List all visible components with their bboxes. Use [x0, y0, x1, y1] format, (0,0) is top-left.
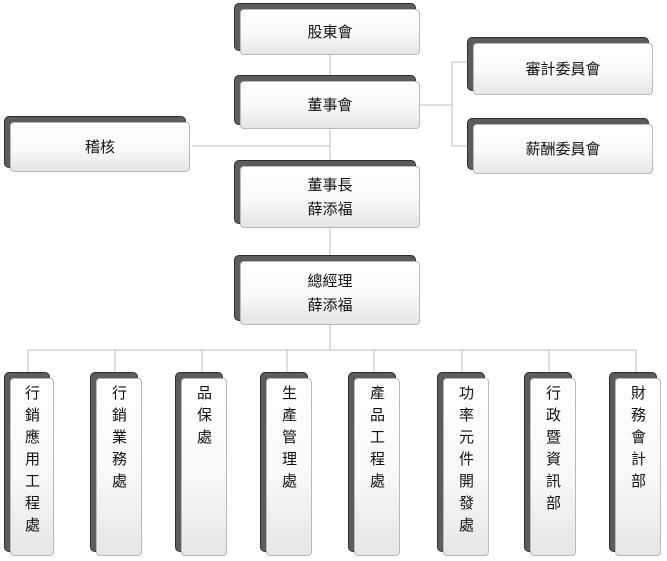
gm-title: 總經理 — [307, 272, 353, 290]
audit-box: 稽核 — [10, 122, 190, 172]
dept-box-production-mgmt: 生產管理處 — [266, 378, 312, 556]
dept-box-marketing-app-eng: 行銷應用工程處 — [10, 378, 54, 556]
board-box: 董事會 — [240, 81, 420, 129]
compensation-committee-box: 薪酬委員會 — [473, 124, 653, 174]
dept-label: 生產管理處 — [280, 385, 298, 495]
dept-label: 行政暨資訊部 — [544, 385, 562, 517]
dept-label: 行銷業務處 — [110, 385, 128, 495]
compensation-committee-label: 薪酬委員會 — [525, 140, 601, 158]
chairman-box: 董事長 薛添福 — [240, 166, 420, 228]
dept-label: 行銷應用工程處 — [23, 385, 41, 539]
audit-committee-label: 審計委員會 — [525, 60, 601, 78]
shareholders-label: 股東會 — [307, 23, 353, 41]
chairman-name: 薛添福 — [307, 200, 353, 218]
audit-label: 稽核 — [84, 138, 115, 156]
board-label: 董事會 — [307, 96, 353, 114]
dept-box-product-eng: 產品工程處 — [354, 378, 400, 556]
dept-box-marketing-sales: 行銷業務處 — [96, 378, 142, 556]
gm-box: 總經理 薛添福 — [240, 261, 420, 325]
dept-label: 財務會計部 — [629, 385, 647, 495]
dept-label: 功率元件開發處 — [457, 385, 475, 539]
gm-name: 薛添福 — [307, 296, 353, 314]
chairman-title: 董事長 — [307, 176, 353, 194]
dept-label: 品保處 — [195, 385, 213, 451]
dept-box-admin-it: 行政暨資訊部 — [530, 378, 576, 556]
dept-box-finance-accounting: 財務會計部 — [615, 378, 661, 556]
dept-box-qa: 品保處 — [181, 378, 227, 556]
audit-committee-box: 審計委員會 — [473, 43, 653, 95]
dept-box-power-device-dev: 功率元件開發處 — [443, 378, 489, 556]
dept-label: 產品工程處 — [368, 385, 386, 495]
shareholders-box: 股東會 — [240, 9, 420, 55]
